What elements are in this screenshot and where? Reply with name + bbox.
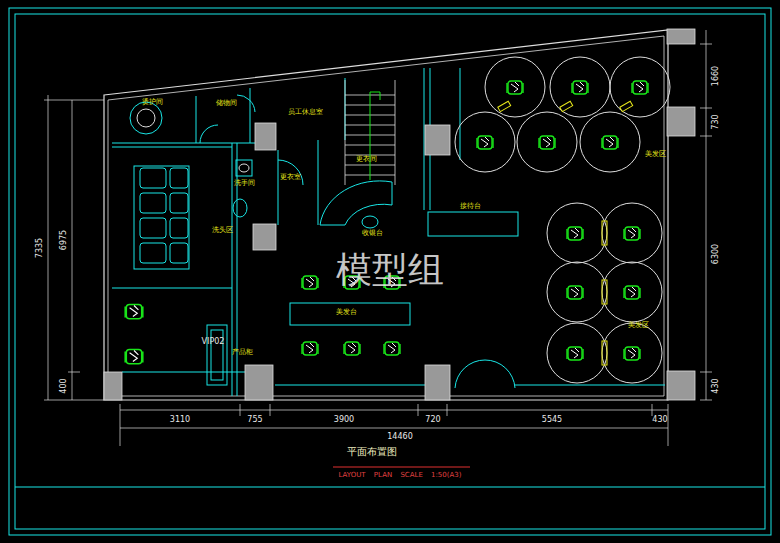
dimension: 14460 — [387, 433, 412, 442]
dimension: 7335 — [36, 238, 45, 258]
dimension: 400 — [60, 378, 69, 393]
room-label: VIP02 — [202, 338, 225, 347]
dimension: 755 — [247, 416, 262, 425]
dimension: 1660 — [712, 66, 721, 86]
room-label: 美发台 — [336, 309, 357, 317]
room-label: 储物间 — [216, 100, 237, 108]
watermark: 模型组 — [336, 250, 444, 290]
room-label: 更衣间 — [356, 156, 377, 164]
room-label: 收银台 — [362, 230, 383, 238]
dimension: 430 — [712, 378, 721, 393]
dimension: 430 — [652, 416, 667, 425]
dimension: 3900 — [334, 416, 354, 425]
room-label: 烫护间 — [142, 99, 163, 107]
dimension: 720 — [425, 416, 440, 425]
dimension: 730 — [712, 114, 721, 129]
dimension: 6300 — [712, 244, 721, 264]
dimension: 5545 — [542, 416, 562, 425]
room-label: 产品柜 — [232, 349, 253, 357]
room-label: 美发区 — [628, 322, 649, 330]
dimension: 6975 — [60, 230, 69, 250]
room-label: 洗头区 — [212, 227, 233, 235]
room-label: 美发区 — [645, 151, 666, 159]
room-label: 更衣室 — [280, 174, 301, 182]
room-label: 洗手间 — [234, 180, 255, 188]
drawing-title: 平面布置图 — [347, 446, 397, 457]
room-label: 接待台 — [460, 203, 481, 211]
room-label: 员工休息室 — [288, 109, 323, 117]
dimension: 3110 — [170, 416, 190, 425]
scale-caption: LAYOUT PLAN SCALE 1:50(A3) — [339, 472, 462, 480]
